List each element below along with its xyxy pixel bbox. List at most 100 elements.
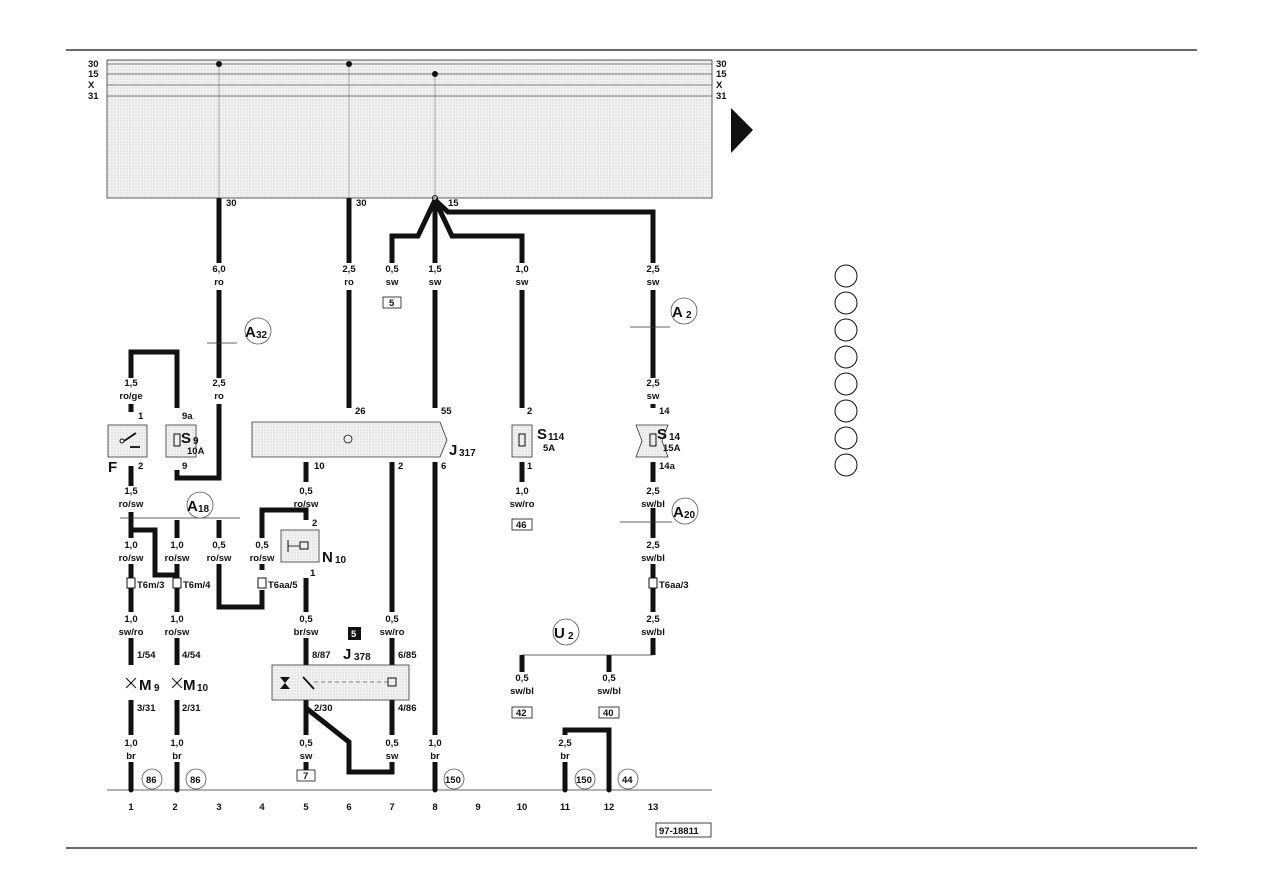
ref-150-a: 150 — [445, 775, 461, 786]
component-j378-sub: 378 — [354, 652, 371, 663]
component-f-label: F — [108, 459, 117, 476]
component-n10-letter: N — [322, 549, 333, 566]
point-u2-sub: 2 — [568, 631, 574, 642]
component-s14-rating: 15A — [663, 443, 681, 454]
figure-id-box — [655, 822, 712, 838]
track-numbers: 1 2 3 4 5 6 7 8 9 10 11 12 13 — [128, 802, 658, 813]
legend-circle — [834, 264, 858, 288]
ref-86-b: 86 — [190, 775, 201, 786]
wire-label-color: ro/ge — [119, 391, 142, 402]
point-a32-sub: 32 — [256, 330, 268, 341]
legend-circle — [834, 291, 858, 315]
legend-circle — [834, 318, 858, 342]
legend-circle — [834, 345, 858, 369]
central-electrics-panel — [106, 59, 713, 201]
component-n10 — [280, 529, 320, 563]
connector-t6m-3: T6m/3 — [137, 580, 164, 591]
wire-label-color: sw — [516, 277, 529, 288]
wire-label-size: 0,5 — [299, 486, 313, 497]
wire-label-color: br/sw — [294, 627, 319, 638]
bus-label-31-right: 31 — [716, 91, 727, 102]
wire-label-size: 0,5 — [212, 540, 226, 551]
track-number: 7 — [389, 802, 394, 813]
track-number: 8 — [432, 802, 437, 813]
connector-t6aa-3: T6aa/3 — [659, 580, 689, 591]
wire-label-color: ro — [214, 391, 224, 402]
connector-t6aa-5: T6aa/5 — [268, 580, 298, 591]
legend-circle — [834, 399, 858, 423]
bus-label-30-left: 30 — [88, 59, 99, 70]
pin-label: 4/54 — [182, 650, 201, 661]
reference-circles — [141, 768, 639, 790]
ref-44: 44 — [622, 775, 633, 786]
wire-label-size: 1,0 — [124, 540, 137, 551]
pin-label: 9 — [182, 461, 187, 472]
track-number: 4 — [259, 802, 265, 813]
wire-label-size: 1,5 — [124, 486, 138, 497]
wire-label-size: 0,5 — [299, 738, 313, 749]
wire-label-size: 1,0 — [515, 264, 528, 275]
track-number: 1 — [128, 802, 134, 813]
track-number: 5 — [303, 802, 309, 813]
legend-circle — [834, 372, 858, 396]
pin-label: 6 — [441, 461, 446, 472]
wire-label-size: 0,5 — [299, 614, 313, 625]
component-s114-letter: S — [537, 426, 547, 443]
component-s114-sub: 114 — [548, 432, 565, 443]
wire-label-size: 1,0 — [124, 614, 137, 625]
wire-label-size: 2,5 — [646, 486, 660, 497]
fuse-s14 — [635, 424, 669, 458]
wire-label-size: 0,5 — [515, 673, 529, 684]
pin-label: 1 — [527, 461, 533, 472]
track-number: 13 — [648, 802, 659, 813]
wire-label-color: ro/sw — [165, 627, 190, 638]
bus-label-31-left: 31 — [88, 91, 99, 102]
wire-label-color: sw/bl — [641, 499, 665, 510]
wire-label-color: br — [560, 751, 570, 762]
wire-label-color: sw/ro — [119, 627, 144, 638]
wire-label-color: br — [430, 751, 440, 762]
pin-label: 2 — [312, 518, 317, 529]
terminal-box-7: 7 — [303, 771, 308, 782]
pin-label: 2 — [527, 406, 532, 417]
pin-label: 2/30 — [314, 703, 333, 714]
wire-runs — [128, 198, 656, 790]
wire-label-size: 2,5 — [342, 264, 356, 275]
pin-label: 14a — [659, 461, 676, 472]
pin-label: 3/31 — [137, 703, 156, 714]
brake-light-switch-f — [107, 424, 148, 458]
component-m10-sub: 10 — [197, 683, 209, 694]
drop-label-15: 15 — [448, 198, 459, 209]
fuse-s9 — [165, 424, 197, 458]
wire-label-color: sw — [386, 277, 399, 288]
fuse-s114 — [511, 424, 533, 458]
terminal-box-46: 46 — [516, 520, 527, 531]
connector-markers — [126, 577, 658, 589]
ref-150-b: 150 — [576, 775, 592, 786]
wire-label-color: ro/sw — [119, 499, 144, 510]
pin-label: 26 — [355, 406, 366, 417]
wire-label-size: 1,0 — [124, 738, 137, 749]
point-circles — [186, 297, 699, 646]
pin-label: 6/85 — [398, 650, 417, 661]
point-a18-sub: 18 — [198, 504, 210, 515]
wire-label-size: 1,0 — [515, 486, 528, 497]
wire-label-color: sw — [647, 391, 660, 402]
wire-label-size: 1,0 — [170, 738, 183, 749]
pin-label: 2 — [398, 461, 403, 472]
track-number: 6 — [346, 802, 351, 813]
wire-label-size: 2,5 — [646, 614, 660, 625]
wire-labels: 6,0 ro 2,5 ro 0,5 sw 1,5 sw 1,0 sw 2,5 s… — [119, 264, 665, 762]
point-u2-letter: U — [554, 625, 565, 642]
wire-label-color: sw — [300, 751, 313, 762]
wire-label-size: 0,5 — [385, 738, 399, 749]
bus-label-15-left: 15 — [88, 69, 99, 80]
drop-label-30-a: 30 — [226, 198, 237, 209]
wire-label-color: ro/sw — [207, 553, 232, 564]
terminal-box-42: 42 — [516, 708, 527, 719]
wire-label-color: sw — [647, 277, 660, 288]
wire-label-size: 2,5 — [212, 378, 226, 389]
point-a20-letter: A — [673, 504, 684, 521]
wire-label-color: ro — [344, 277, 354, 288]
